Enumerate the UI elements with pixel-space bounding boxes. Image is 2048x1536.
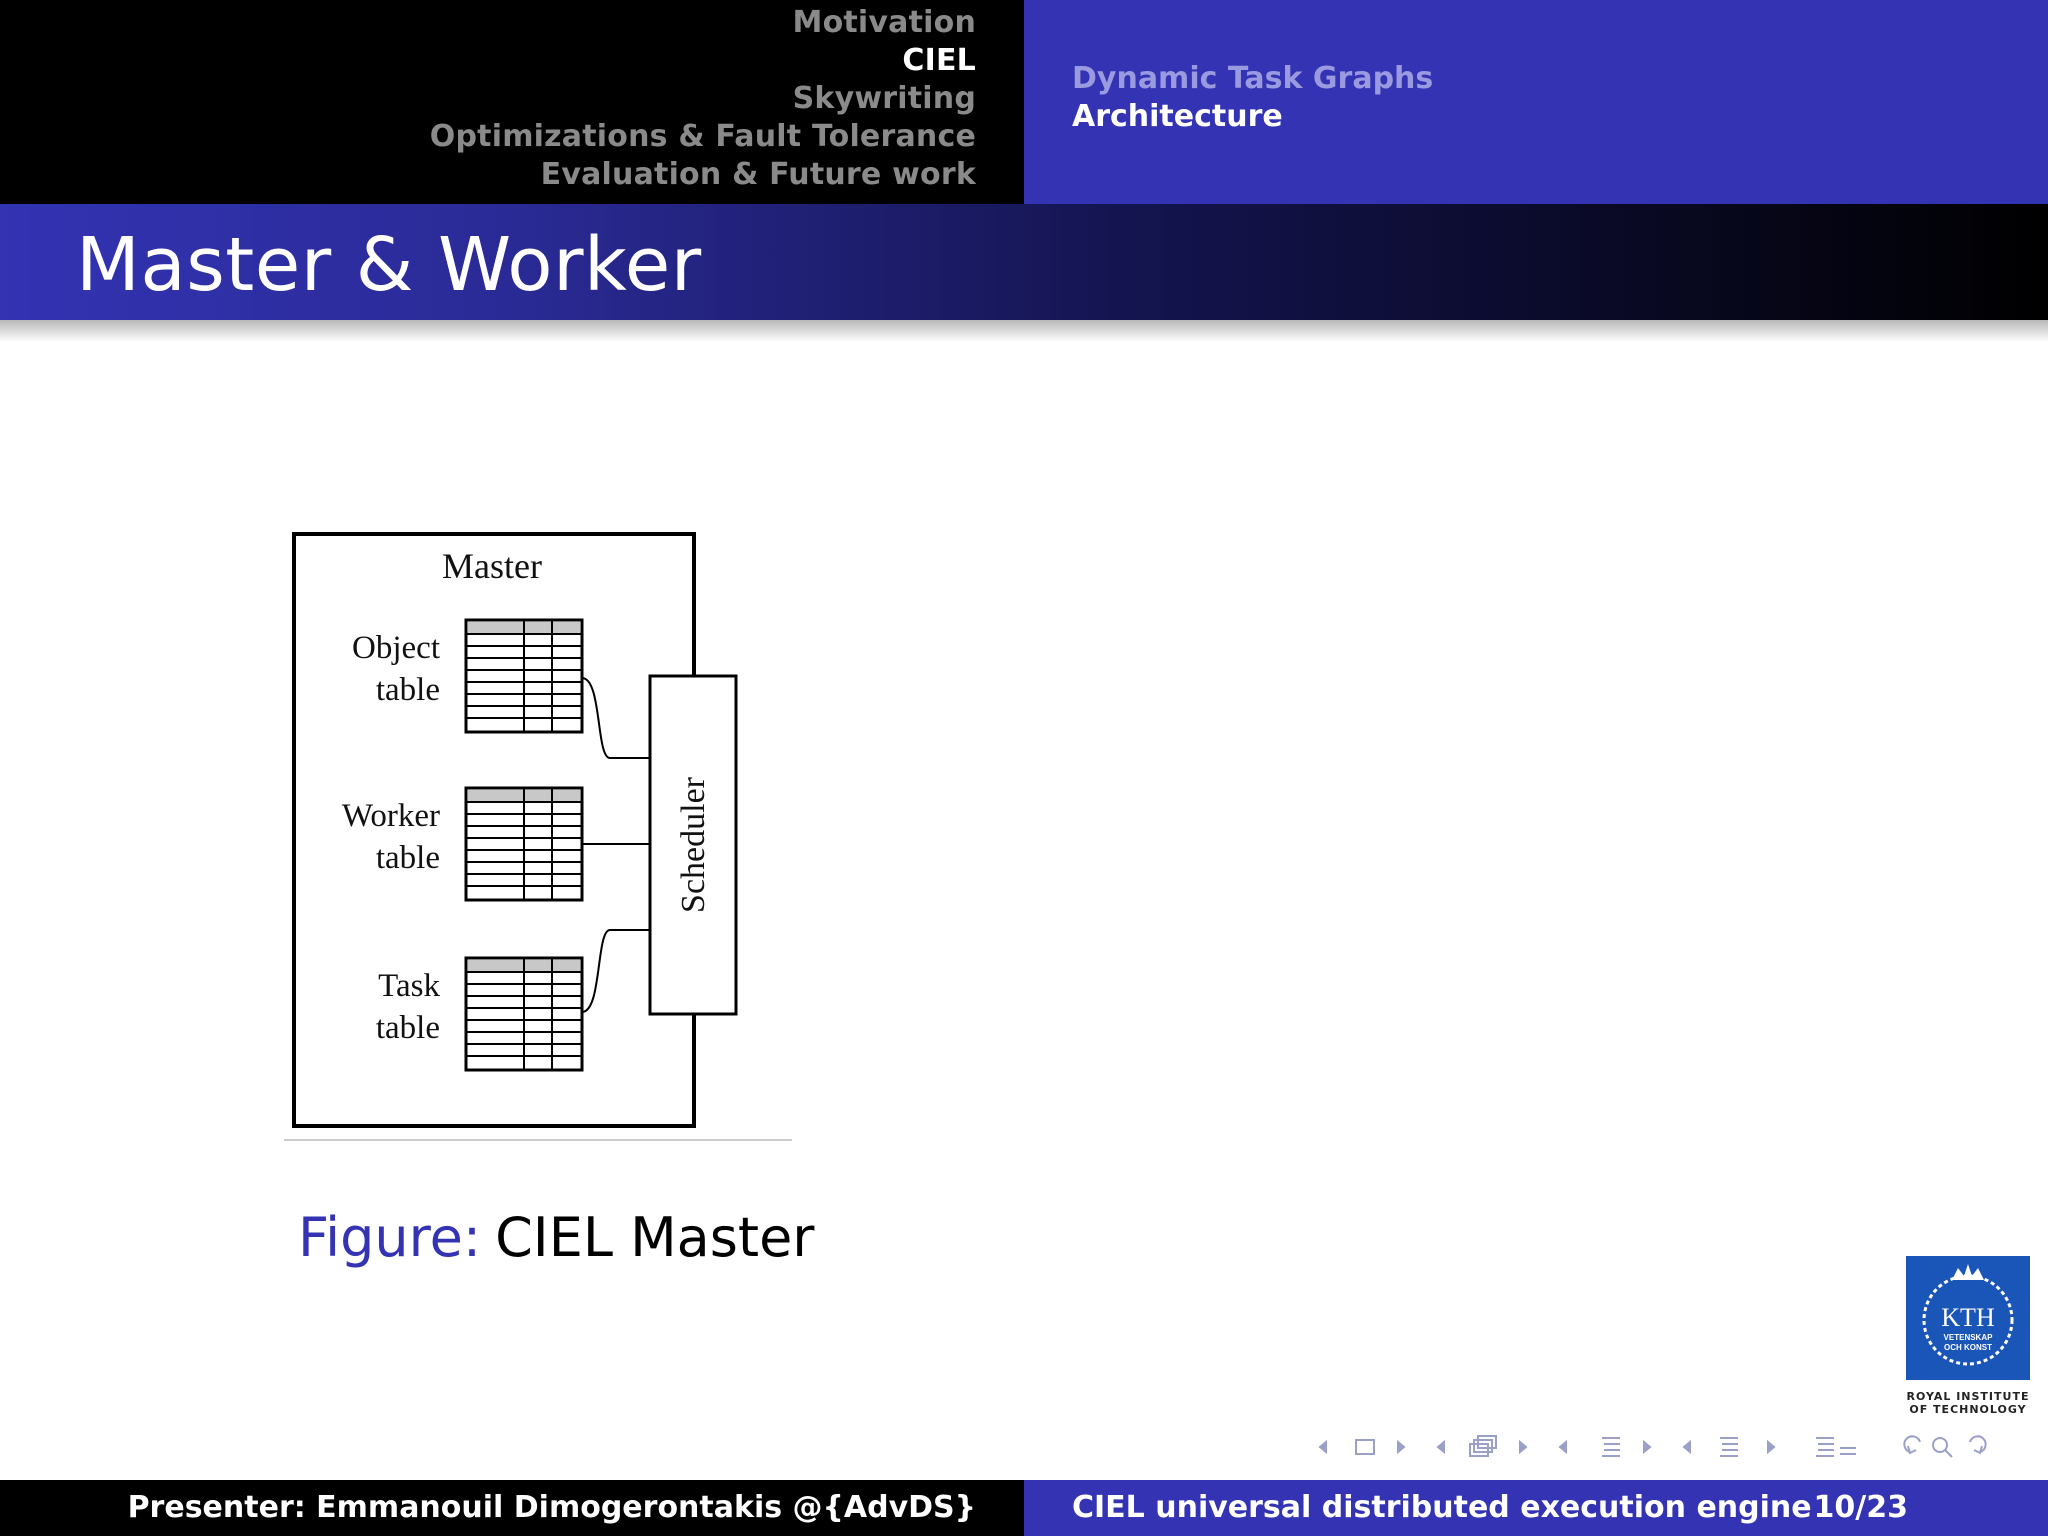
worker-table-grid [464,786,584,902]
section-icon[interactable] [1602,1437,1620,1457]
appendix-icon[interactable] [1816,1437,1856,1457]
task-table-connector [581,929,650,1013]
section-forward-icon[interactable] [1643,1439,1652,1455]
object-table-grid [464,618,584,734]
object-table-label-line1: Object [352,630,440,666]
subsection-navigation: Dynamic Task Graphs Architecture [1072,60,1433,136]
frame-title: Master & Worker [76,222,702,308]
search-icon[interactable] [1932,1437,1953,1458]
kth-logo-caption-line2: OF TECHNOLOGY [1909,1403,2027,1416]
footer-page-number: 10/23 [1813,1490,1908,1525]
subsection-icon[interactable] [1469,1435,1497,1457]
nav-section-ciel[interactable]: CIEL [902,43,976,78]
document-icon[interactable] [1720,1437,1738,1457]
kth-logo-sub1: VETENSKAP [1944,1333,1994,1342]
nav-section-evaluation[interactable]: Evaluation & Future work [540,157,976,192]
footer-title: CIEL universal distributed execution eng… [1072,1490,1812,1525]
nav-section-skywriting[interactable]: Skywriting [792,81,976,116]
back-icon[interactable] [1903,1435,1921,1455]
header-sections-panel: Motivation CIEL Skywriting Optimizations… [0,0,1024,204]
figure-caption-label: Figure: [298,1206,482,1269]
master-architecture-figure: Master Object table Worker table Task ta… [284,532,792,1141]
task-table-label-line1: Task [378,968,440,1004]
figure-caption: Figure:CIEL Master [298,1206,815,1269]
scheduler-label: Scheduler [675,776,712,913]
frame-forward-icon[interactable] [1397,1439,1406,1455]
kth-logo: KTH VETENSKAP OCH KONST [1906,1256,2030,1380]
nav-subsection-dynamic-task-graphs[interactable]: Dynamic Task Graphs [1072,61,1434,96]
frame-back-icon[interactable] [1318,1439,1327,1455]
worker-table-label-line1: Worker [342,798,440,834]
footer-presenter: Presenter: Emmanouil Dimogerontakis @{Ad… [127,1490,976,1525]
subsection-forward-icon[interactable] [1519,1439,1528,1455]
section-back-icon[interactable] [1558,1439,1567,1455]
subsection-back-icon[interactable] [1436,1439,1445,1455]
nav-subsection-architecture[interactable]: Architecture [1072,99,1283,134]
nav-section-optimizations[interactable]: Optimizations & Fault Tolerance [429,119,976,154]
task-table-label-line2: table [376,1010,440,1046]
forward-icon[interactable] [1969,1435,1987,1455]
scheduler-box [648,674,738,1016]
document-forward-icon[interactable] [1767,1439,1776,1455]
footer-right: CIEL universal distributed execution eng… [1024,1480,2048,1536]
object-table-label-line2: table [376,672,440,708]
master-label: Master [442,546,542,586]
title-shadow [0,320,2048,342]
kth-logo-text: KTH [1941,1303,1995,1332]
figure-caption-text: CIEL Master [495,1206,815,1269]
beamer-navigation-bar [1318,1435,1987,1458]
header-subsections-panel: Dynamic Task Graphs Architecture [1024,0,2048,204]
frame-title-bar: Master & Worker [0,204,2048,320]
kth-logo-sub2: OCH KONST [1944,1343,1992,1352]
nav-section-motivation[interactable]: Motivation [792,5,976,40]
kth-logo-caption-line1: ROYAL INSTITUTE [1906,1390,2030,1403]
worker-table-label-line2: table [376,840,440,876]
footer-left: Presenter: Emmanouil Dimogerontakis @{Ad… [0,1480,1024,1536]
task-table-grid [464,956,584,1072]
document-back-icon[interactable] [1682,1439,1691,1455]
kth-logo-caption: ROYAL INSTITUTE OF TECHNOLOGY [1896,1390,2040,1416]
section-navigation: Motivation CIEL Skywriting Optimizations… [430,4,976,194]
frame-icon[interactable] [1355,1439,1375,1455]
object-table-connector [581,677,650,759]
